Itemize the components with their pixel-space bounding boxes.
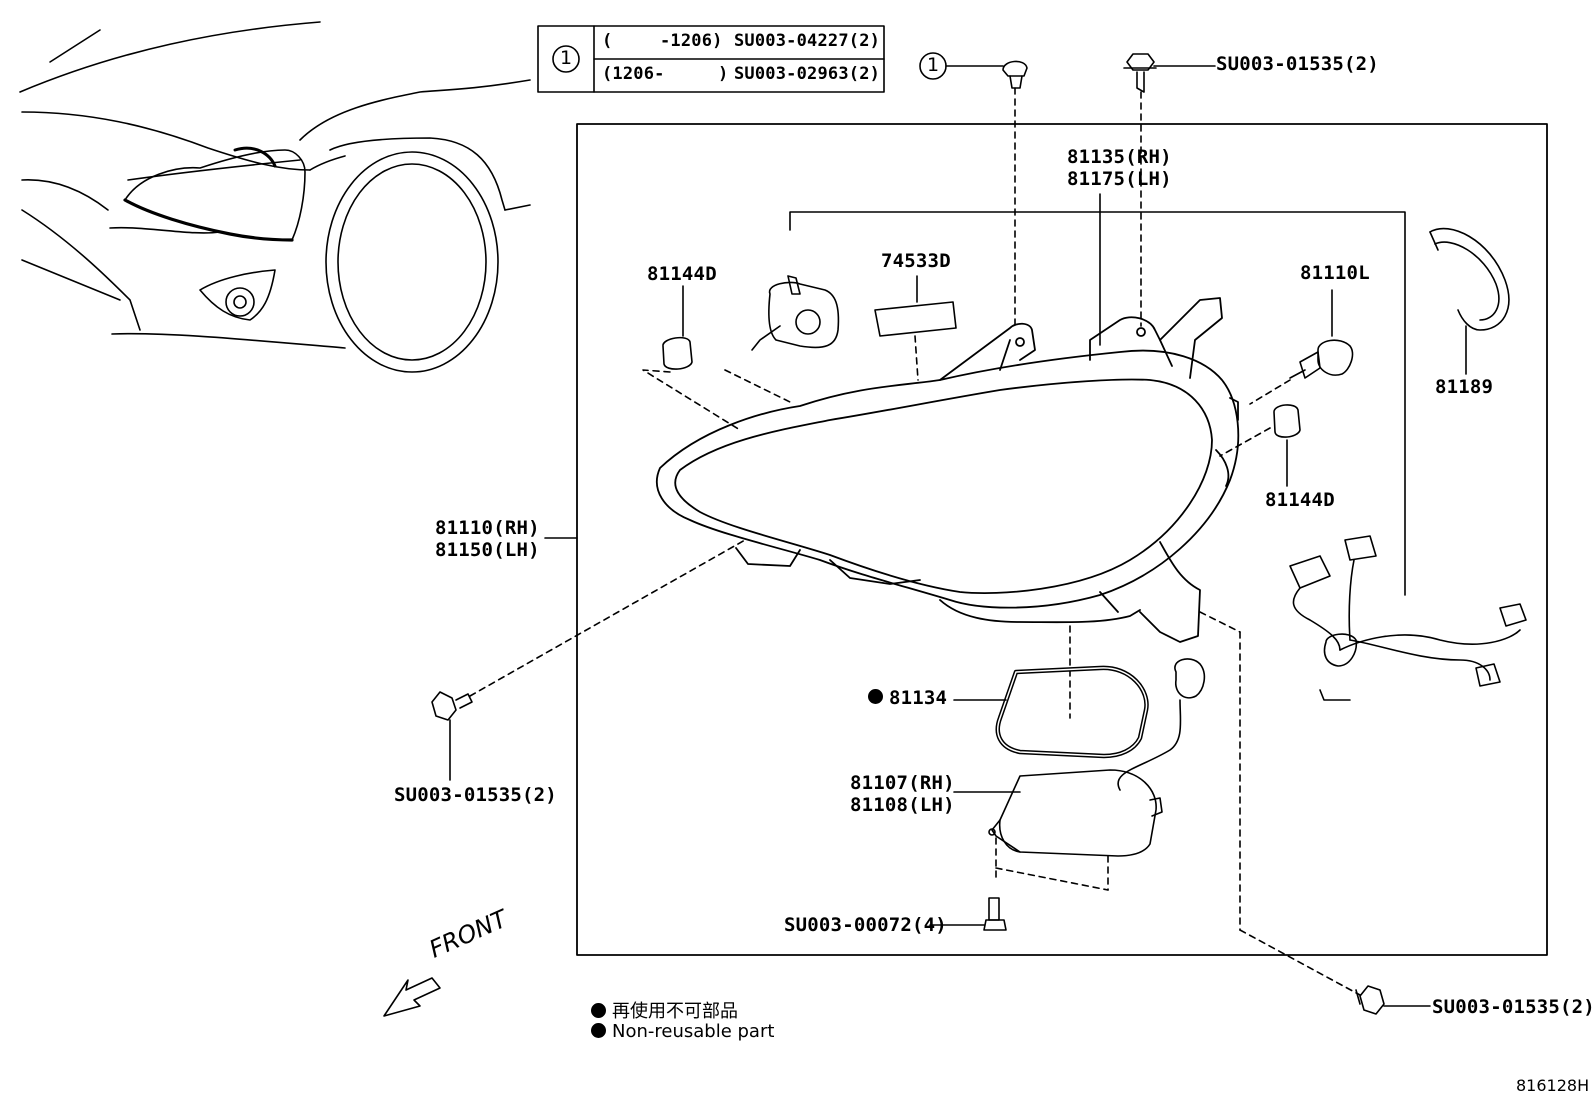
label-81110-rh: 81110(RH) xyxy=(435,517,540,539)
label-81135-rh: 81135(RH) xyxy=(1067,146,1172,168)
label-81144d-right: 81144D xyxy=(1265,489,1335,511)
leveling-motor xyxy=(751,275,840,351)
label-su003-01535-bottom-right: SU003-01535(2) xyxy=(1432,996,1592,1018)
callout-row1-end: -1206) xyxy=(660,31,723,51)
callout-row2-start: (1206- xyxy=(602,64,665,84)
label-81189: 81189 xyxy=(1435,376,1494,398)
label-su003-01535-top: SU003-01535(2) xyxy=(1216,53,1379,75)
callout-table-key: 1 xyxy=(559,47,573,69)
diagram-reference: 816128H xyxy=(1516,1076,1590,1095)
label-81175-lh: 81175(LH) xyxy=(1067,168,1172,190)
label-81150-lh: 81150(LH) xyxy=(435,539,540,561)
label-81108-lh: 81108(LH) xyxy=(850,794,955,816)
car-front-illustration xyxy=(19,21,531,373)
callout-row1-part: SU003-04227(2) xyxy=(734,31,881,51)
wiring-harness xyxy=(1289,535,1527,701)
label-su003-01535-left: SU003-01535(2) xyxy=(394,784,557,806)
headlight-cover-81189 xyxy=(1429,227,1510,375)
callout-marker: 1 xyxy=(926,54,940,76)
label-su003-00072: SU003-00072(4) xyxy=(784,914,947,936)
ballast-unit xyxy=(988,658,1206,857)
assembly-boundary-box xyxy=(576,123,1548,956)
label-74533d: 74533D xyxy=(881,250,951,272)
front-arrow xyxy=(383,977,441,1017)
callout-row2-end: ) xyxy=(718,64,729,84)
note-dot-jp xyxy=(591,1002,606,1018)
callout-row2-part: SU003-02963(2) xyxy=(734,64,881,84)
note-dot-en xyxy=(591,1022,606,1038)
label-81107-rh: 81107(RH) xyxy=(850,772,955,794)
callout-row1-start: ( xyxy=(602,31,613,51)
label-81134: 81134 xyxy=(868,688,947,709)
note-non-reusable-jp: 再使用不可部品 xyxy=(591,997,738,1023)
headlight-assembly xyxy=(655,297,1240,643)
non-reusable-dot xyxy=(868,689,883,704)
gasket-81134 xyxy=(995,665,1149,759)
label-81144d-top: 81144D xyxy=(647,263,717,285)
label-81110l: 81110L xyxy=(1300,262,1370,284)
note-non-reusable-en: Non-reusable part xyxy=(591,1021,774,1042)
